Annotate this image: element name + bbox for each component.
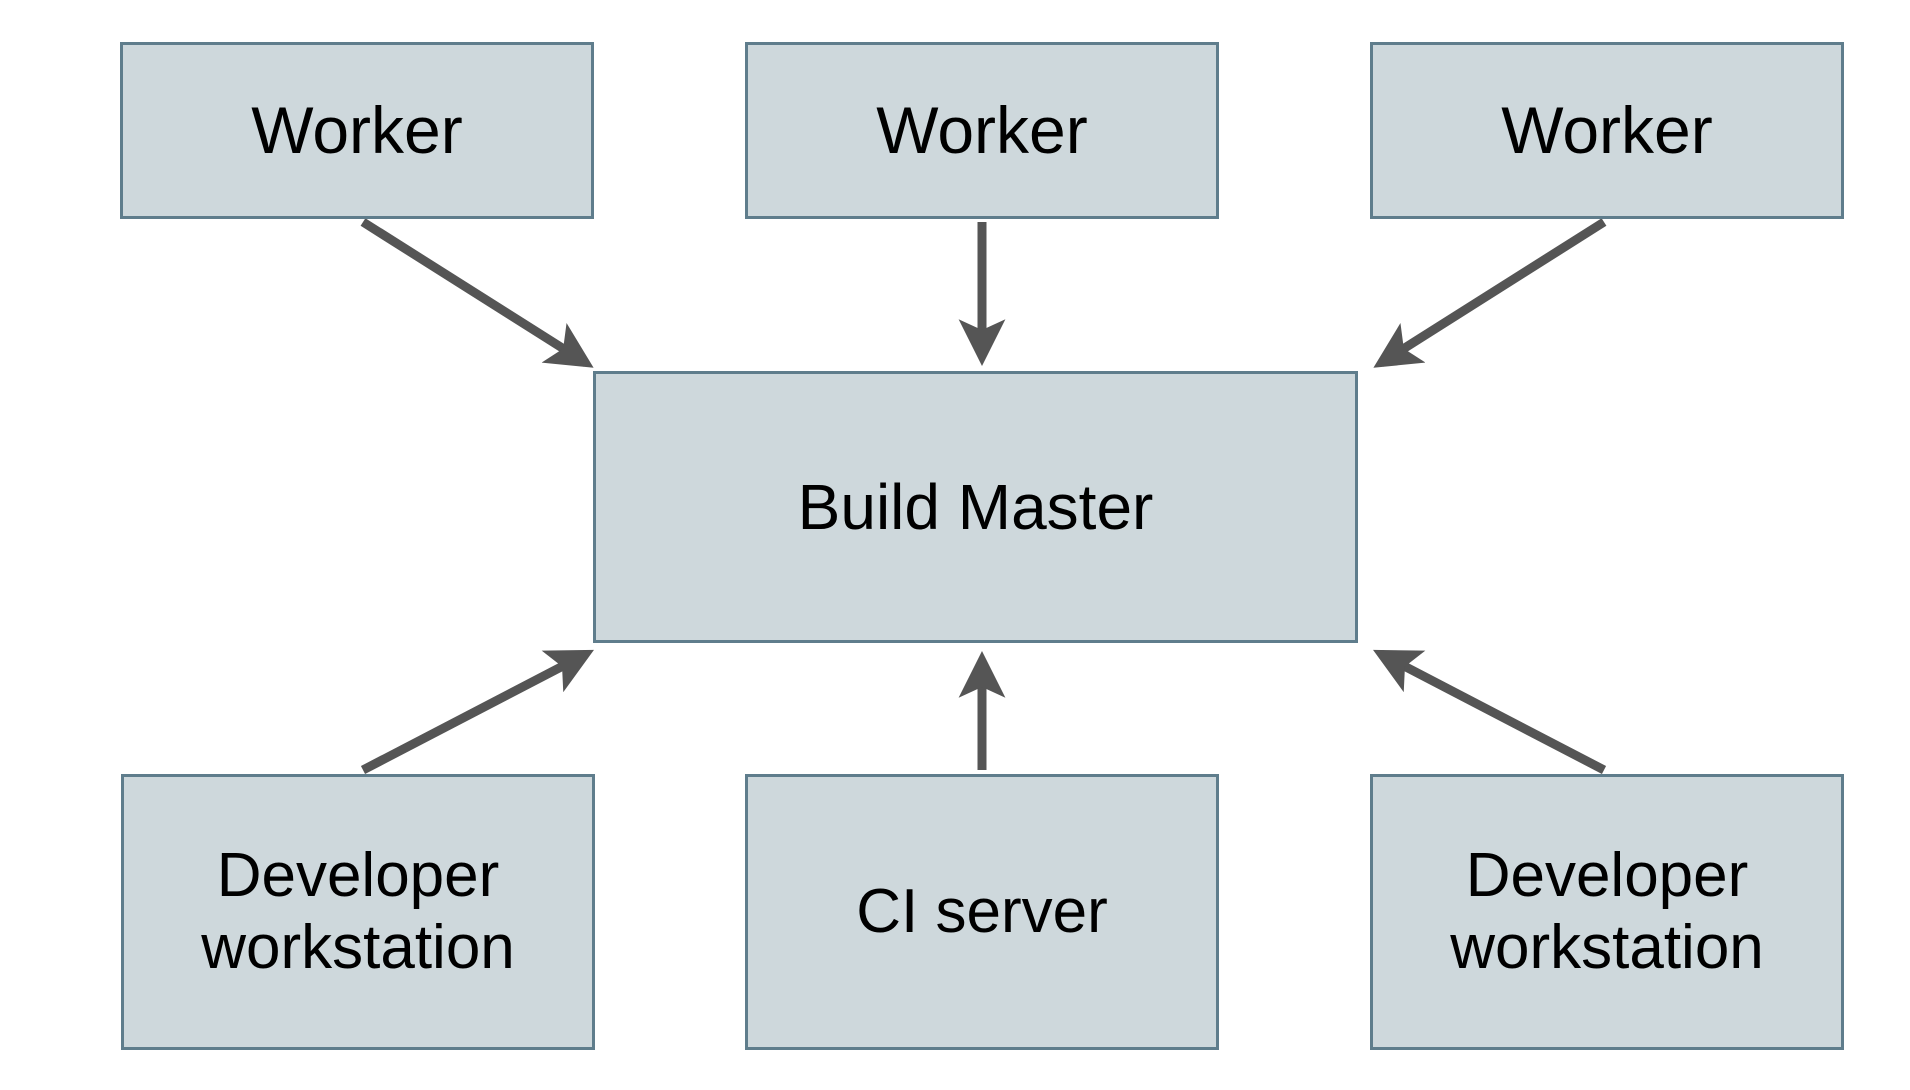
node-worker-1[interactable]: Worker: [120, 42, 594, 219]
edge-devws1-to-build-master: [360, 649, 594, 774]
edge-devws2-to-build-master: [1373, 649, 1607, 774]
node-developer-workstation-2[interactable]: Developer workstation: [1370, 774, 1844, 1050]
node-ci-server-label: CI server: [856, 877, 1108, 947]
node-developer-workstation-2-label: Developer workstation: [1450, 841, 1764, 982]
node-worker-2[interactable]: Worker: [745, 42, 1219, 219]
node-ci-server[interactable]: CI server: [745, 774, 1219, 1050]
node-developer-workstation-1-label: Developer workstation: [201, 841, 515, 982]
node-build-master[interactable]: Build Master: [593, 371, 1358, 643]
node-worker-1-label: Worker: [251, 93, 463, 168]
node-worker-2-label: Worker: [876, 93, 1088, 168]
node-developer-workstation-1[interactable]: Developer workstation: [121, 774, 595, 1050]
node-worker-3-label: Worker: [1501, 93, 1713, 168]
edge-worker3-to-build-master: [1373, 218, 1607, 368]
node-worker-3[interactable]: Worker: [1370, 42, 1844, 219]
edge-worker1-to-build-master: [360, 218, 594, 368]
node-build-master-label: Build Master: [797, 470, 1154, 543]
